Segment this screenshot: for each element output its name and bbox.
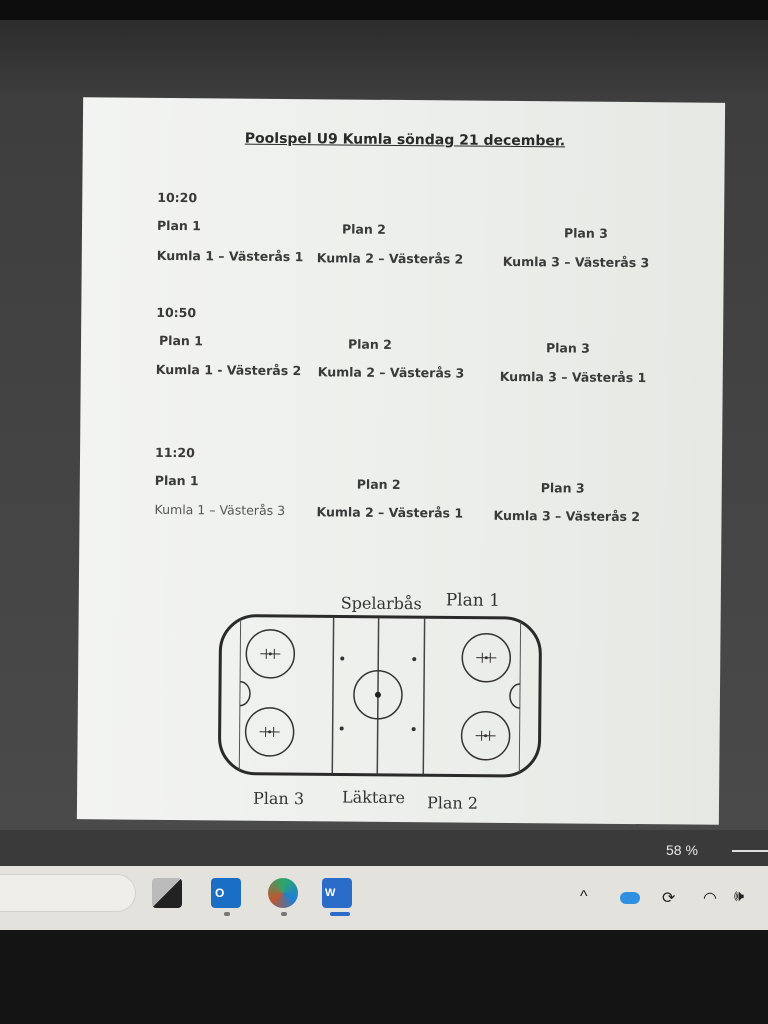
word-status-bar [0, 830, 768, 866]
file-explorer-icon[interactable] [152, 878, 182, 908]
zoom-level[interactable]: 58 % [666, 842, 698, 858]
match: Kumla 1 – Västerås 1 [156, 247, 304, 265]
sync-icon[interactable]: ⟳ [662, 890, 676, 907]
rink-label-plan3: Plan 3 [252, 788, 305, 809]
word-icon[interactable]: W [322, 878, 352, 908]
wifi-icon[interactable]: ◠ [703, 890, 717, 907]
slot-time: 10:50 [156, 304, 197, 321]
running-indicator [281, 912, 287, 916]
plan-label: Plan 2 [356, 476, 401, 492]
plan-label: Plan 2 [341, 221, 386, 237]
plan-label: Plan 3 [540, 480, 585, 496]
rink-label-plan2: Plan 2 [426, 793, 479, 813]
outlook-icon[interactable]: O [211, 878, 241, 908]
match: Kumla 2 – Västerås 1 [316, 504, 464, 521]
rink-label-laktare: Läktare [341, 787, 406, 808]
slot-time: 10:20 [157, 189, 198, 206]
plan-label: Plan 1 [156, 217, 201, 234]
edge-icon[interactable] [268, 878, 298, 908]
onedrive-icon[interactable] [620, 892, 640, 904]
plan-label: Plan 1 [154, 472, 199, 489]
match: Kumla 3 – Västerås 2 [493, 507, 641, 525]
match: Kumla 2 – Västerås 3 [317, 364, 465, 381]
document-page: Poolspel U9 Kumla söndag 21 december. 10… [76, 97, 726, 825]
plan-label: Plan 3 [563, 225, 608, 241]
zoom-slider[interactable] [732, 850, 768, 852]
match: Kumla 1 - Västerås 2 [155, 361, 302, 379]
match: Kumla 3 – Västerås 3 [502, 253, 650, 271]
chevron-up-icon[interactable]: ^ [580, 888, 588, 905]
hockey-rink-diagram [218, 614, 542, 778]
volume-icon[interactable]: 🕪 [734, 888, 745, 905]
monitor-bezel [0, 0, 768, 20]
rink-label-plan1: Plan 1 [445, 590, 501, 611]
plan-label: Plan 3 [545, 340, 590, 356]
taskbar-search-box[interactable] [0, 874, 136, 912]
document-title: Poolspel U9 Kumla söndag 21 december. [244, 130, 566, 150]
rink-label-spelarbas: Spelarbås [340, 593, 422, 614]
running-indicator [224, 912, 230, 916]
active-indicator [330, 912, 350, 916]
plan-label: Plan 2 [347, 336, 392, 352]
match: Kumla 1 – Västerås 3 [154, 501, 286, 518]
slot-time: 11:20 [155, 444, 195, 461]
match: Kumla 3 – Västerås 1 [499, 368, 647, 386]
plan-label: Plan 1 [158, 332, 203, 349]
match: Kumla 2 – Västerås 2 [316, 250, 464, 267]
